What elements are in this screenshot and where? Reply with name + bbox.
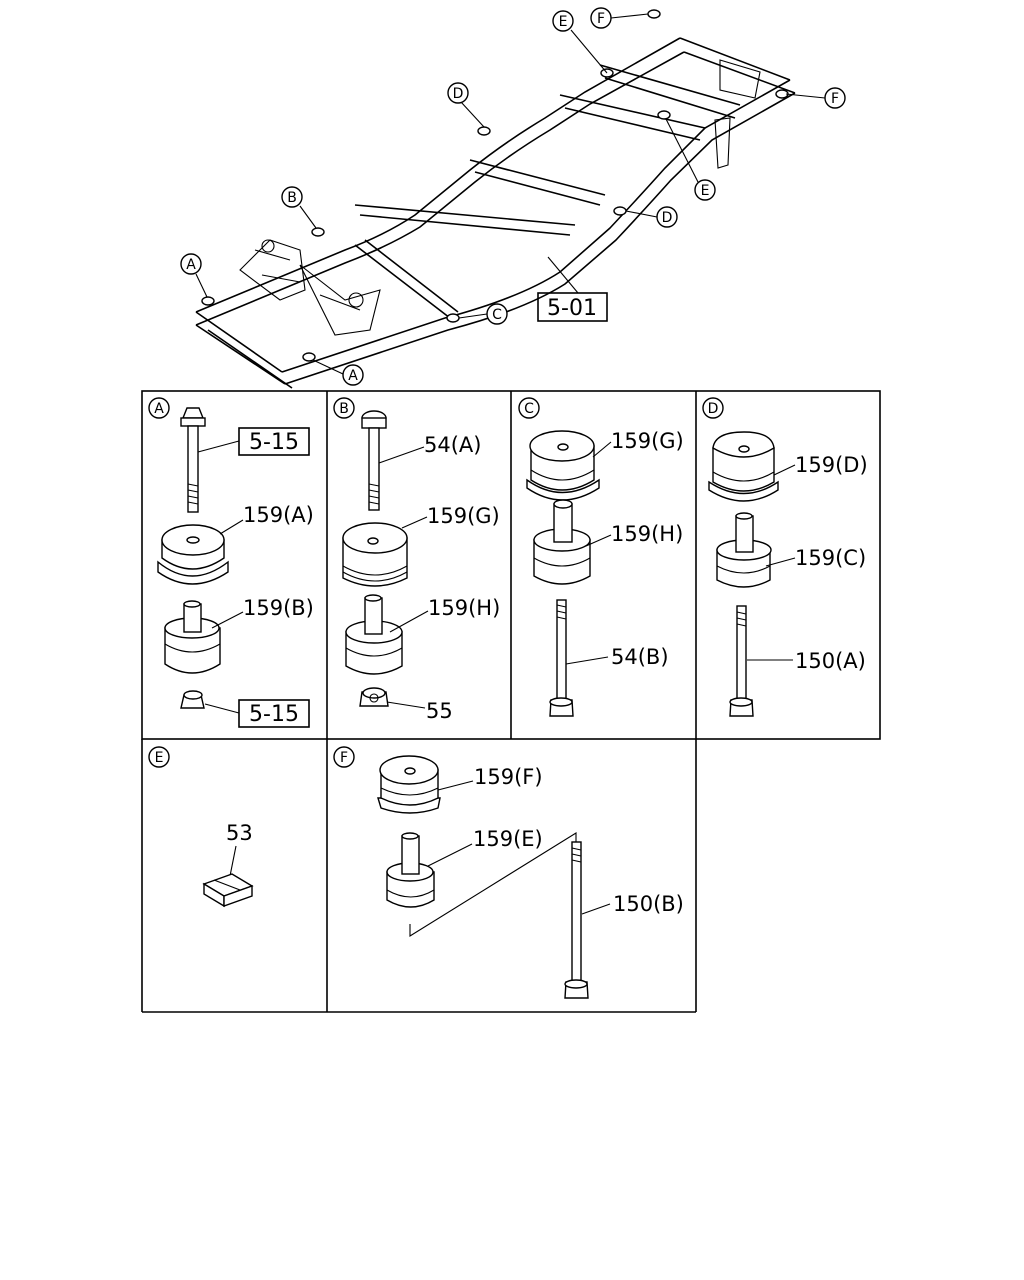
- label-159b: 159(B): [243, 596, 314, 620]
- panel-d-letter: D: [708, 401, 719, 417]
- panel-b-letter: B: [339, 401, 349, 417]
- callout-e-top: E: [552, 10, 574, 32]
- panel-c: C 159(G) 159(H) 54(B): [518, 397, 684, 717]
- panel-c-letter: C: [524, 401, 534, 417]
- label-159g-c: 159(G): [611, 429, 684, 453]
- label-159d: 159(D): [795, 453, 868, 477]
- callout-e-right: E: [694, 179, 716, 201]
- callout-c: C: [486, 303, 508, 325]
- bolt-54a: [361, 410, 387, 511]
- bolt-54b: [549, 599, 574, 717]
- callout-d-top: D: [447, 82, 469, 104]
- label-55: 55: [426, 699, 453, 723]
- pad-53: [202, 873, 254, 908]
- svg-text:E: E: [701, 183, 710, 199]
- cushion-159e: [386, 832, 435, 908]
- svg-text:5-15: 5-15: [249, 702, 299, 727]
- cushion-159h-c: [533, 499, 591, 585]
- callout-d-right: D: [656, 206, 678, 228]
- panel-e-letter: E: [155, 750, 164, 766]
- cushion-159g-b: [342, 522, 408, 587]
- cushion-159h-b: [345, 594, 403, 675]
- svg-text:D: D: [662, 210, 673, 226]
- svg-text:5-01: 5-01: [547, 296, 597, 321]
- svg-text:5-15: 5-15: [249, 430, 299, 455]
- label-159a: 159(A): [243, 503, 314, 527]
- callout-b: B: [281, 186, 303, 208]
- panel-f: F 159(F) 159(E) 150(B): [333, 746, 684, 999]
- label-159e: 159(E): [473, 827, 543, 851]
- cushion-159c: [716, 512, 772, 588]
- label-150b: 150(B): [613, 892, 684, 916]
- label-159c: 159(C): [795, 546, 866, 570]
- ref-box-a-bottom: 5-15: [238, 699, 310, 728]
- label-150a: 150(A): [795, 649, 866, 673]
- detail-grid: [141, 390, 881, 1013]
- panel-e: E 53: [148, 746, 254, 908]
- callout-a-left: A: [180, 253, 202, 275]
- panel-f-letter: F: [340, 750, 348, 766]
- panel-a: A 5-15 159(A) 159(: [148, 397, 314, 728]
- callout-f-right: F: [824, 87, 846, 109]
- chassis-frame-illustration: E F D F E B D A C A 5-01: [180, 7, 846, 389]
- cushion-159b: [164, 600, 221, 674]
- label-159h-b: 159(H): [428, 596, 500, 620]
- cushion-159g-c: [526, 430, 600, 501]
- bolt-a: [180, 407, 206, 513]
- callout-a-bottom: A: [342, 364, 364, 386]
- callout-f-top: F: [590, 7, 612, 29]
- svg-text:F: F: [597, 11, 605, 27]
- svg-text:E: E: [559, 14, 568, 30]
- nut-55: [359, 687, 389, 707]
- label-159h-c: 159(H): [611, 522, 683, 546]
- panel-d: D 159(D) 159(C) 150(A): [702, 397, 868, 717]
- cushion-159a: [157, 524, 229, 585]
- panel-b: B 54(A) 159(G) 159(H): [333, 397, 500, 723]
- svg-text:A: A: [348, 368, 358, 384]
- frame-ref-box: 5-01: [537, 292, 608, 322]
- svg-text:B: B: [287, 190, 297, 206]
- svg-text:A: A: [186, 257, 196, 273]
- cushion-159f: [377, 755, 441, 814]
- svg-text:D: D: [453, 86, 464, 102]
- cushion-159d: [708, 431, 779, 502]
- label-53: 53: [226, 821, 253, 845]
- bolt-150b: [564, 841, 589, 999]
- frame-callouts: E F D F E B D A C A: [180, 7, 846, 386]
- nut-a: [180, 690, 205, 709]
- svg-text:C: C: [492, 307, 502, 323]
- svg-text:F: F: [831, 91, 839, 107]
- label-159f: 159(F): [474, 765, 543, 789]
- ref-box-a-top: 5-15: [238, 427, 310, 456]
- panel-a-letter: A: [154, 401, 164, 417]
- label-54b: 54(B): [611, 645, 669, 669]
- bolt-150a: [729, 605, 754, 717]
- label-159g-b: 159(G): [427, 504, 500, 528]
- label-54a: 54(A): [424, 433, 481, 457]
